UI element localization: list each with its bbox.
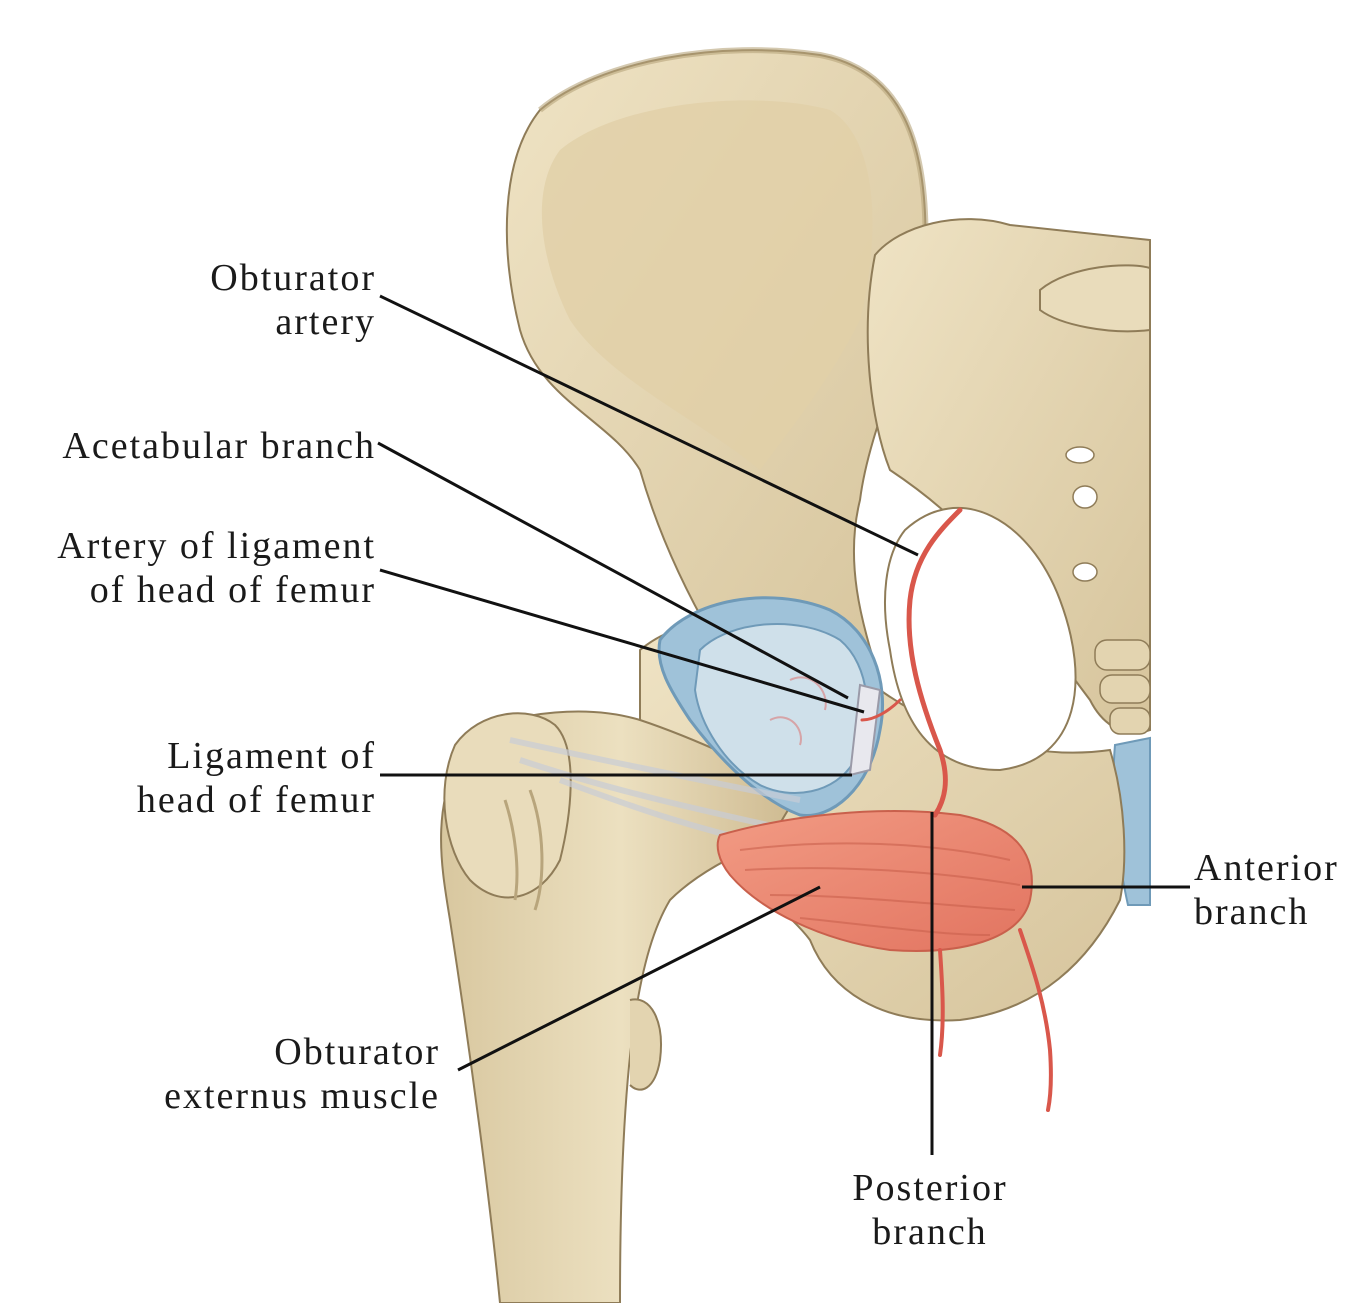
coccyx-segment-1 bbox=[1095, 640, 1150, 670]
label-posterior-branch-line-2: branch bbox=[820, 1210, 1040, 1254]
label-artery-of-ligament-line-1: Artery of ligament bbox=[10, 524, 376, 568]
label-artery-of-ligament-line-2: of head of femur bbox=[10, 568, 376, 612]
label-anterior-branch: Anterior branch bbox=[1194, 846, 1364, 934]
label-anterior-branch-line-2: branch bbox=[1194, 890, 1364, 934]
label-ligament-of-head-line-1: Ligament of bbox=[60, 734, 376, 778]
coccyx-segment-3 bbox=[1110, 708, 1150, 734]
label-ligament-of-head: Ligament of head of femur bbox=[60, 734, 376, 822]
label-posterior-branch: Posterior branch bbox=[820, 1166, 1040, 1254]
obturator-externus-muscle bbox=[718, 811, 1032, 951]
label-obturator-artery-line-1: Obturator bbox=[150, 256, 376, 300]
sacral-foramen-2 bbox=[1073, 486, 1097, 508]
label-acetabular-branch: Acetabular branch bbox=[10, 424, 376, 468]
label-obturator-artery-line-2: artery bbox=[150, 300, 376, 344]
label-obturator-externus: Obturator externus muscle bbox=[60, 1030, 440, 1118]
label-anterior-branch-line-1: Anterior bbox=[1194, 846, 1364, 890]
lesser-trochanter bbox=[630, 999, 661, 1089]
label-obturator-artery: Obturator artery bbox=[150, 256, 376, 344]
label-posterior-branch-line-1: Posterior bbox=[820, 1166, 1040, 1210]
coccyx-segment-2 bbox=[1100, 675, 1150, 703]
label-obturator-externus-line-2: externus muscle bbox=[60, 1074, 440, 1118]
sacral-foramen-1 bbox=[1066, 447, 1094, 463]
label-obturator-externus-line-1: Obturator bbox=[60, 1030, 440, 1074]
label-artery-of-ligament: Artery of ligament of head of femur bbox=[10, 524, 376, 612]
sacral-foramen-3 bbox=[1073, 563, 1097, 581]
label-acetabular-branch-line-1: Acetabular branch bbox=[10, 424, 376, 468]
label-ligament-of-head-line-2: head of femur bbox=[60, 778, 376, 822]
